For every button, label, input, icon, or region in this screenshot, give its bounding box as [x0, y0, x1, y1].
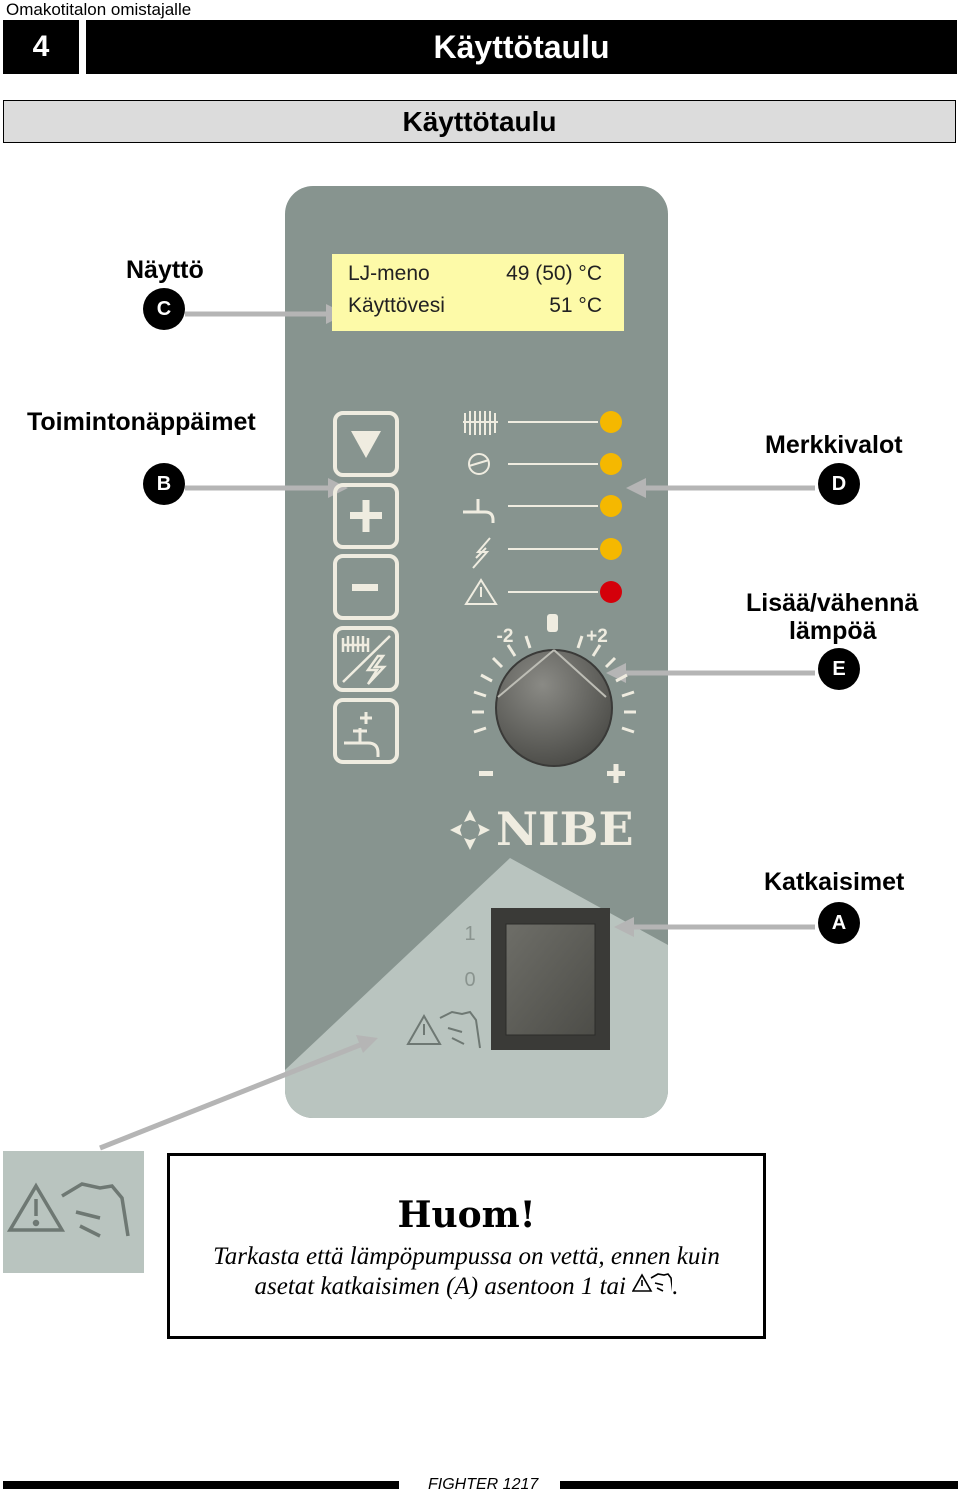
warning-hand-inline-icon	[631, 1273, 675, 1294]
switch-off-label: 0	[464, 969, 475, 991]
dial-ticks	[472, 635, 636, 734]
dial-max-label: +2	[586, 626, 608, 647]
note-box: Huom! Tarkasta että lämpöpumpussa on vet…	[167, 1153, 766, 1339]
dial-center-mark	[547, 614, 558, 632]
temp-adjust-callout-letter: E	[818, 648, 860, 690]
note-text-end: .	[672, 1273, 679, 1300]
chapter-title: Käyttötaulu	[86, 20, 957, 74]
lcd-row2-value: 51 °C	[549, 294, 602, 317]
subtitle: Käyttötaulu	[3, 100, 956, 143]
indicator-light-3	[600, 495, 622, 517]
hot-water-key-icon[interactable]	[344, 712, 380, 757]
lcd-row1-value: 49 (50) °C	[506, 262, 602, 285]
indicator-symbols	[463, 411, 498, 605]
indicator-light-5	[600, 581, 622, 603]
note-title: Huom!	[397, 1194, 536, 1236]
lcd-row1-name: LJ-meno	[348, 262, 430, 285]
section-label: Omakotitalon omistajalle	[6, 0, 192, 19]
brand-text: NIBE	[496, 802, 634, 856]
down-arrow-icon[interactable]	[351, 431, 381, 458]
temp-adjust-label-line2: lämpöä	[789, 617, 877, 645]
switch-on-label: 1	[464, 923, 475, 945]
plus-key-icon[interactable]	[350, 500, 382, 532]
temp-adjust-label-line1: Lisää/vähennä	[746, 589, 919, 617]
note-text: Tarkasta että lämpöpumpussa on vettä, en…	[180, 1242, 753, 1302]
footer-model: FIGHTER 1217	[428, 1476, 539, 1493]
indicator-lights-callout-letter: D	[818, 463, 860, 505]
indicator-lights-label: Merkkivalot	[765, 431, 903, 459]
indicator-light-4	[600, 538, 622, 560]
note-text-line1: Tarkasta että lämpöpumpussa on vettä, en…	[213, 1243, 720, 1270]
lcd-display: LJ-meno 49 (50) °C Käyttövesi 51 °C	[332, 254, 624, 331]
dial-plus-icon	[607, 764, 625, 783]
function-keys-label: Toimintonäppäimet	[27, 408, 256, 436]
indicator-light-1	[600, 411, 622, 433]
warning-hand-large-icon	[6, 1182, 130, 1238]
warning-sign-image	[3, 1151, 144, 1273]
warning-hand-icon	[406, 1010, 481, 1049]
chapter-number: 4	[3, 20, 79, 74]
temperature-dial[interactable]	[495, 649, 613, 767]
footer-rule-right	[560, 1481, 958, 1489]
display-callout-letter: C	[143, 288, 185, 330]
lcd-row2-name: Käyttövesi	[348, 294, 445, 317]
indicator-lights	[600, 411, 622, 603]
display-label: Näyttö	[126, 256, 204, 284]
switches-callout-letter: A	[818, 902, 860, 944]
function-keys-callout-letter: B	[143, 463, 185, 505]
minus-key-icon[interactable]	[352, 584, 378, 591]
indicator-lines	[508, 421, 598, 593]
heat-electric-key-icon[interactable]	[341, 635, 391, 685]
dial-min-label: -2	[497, 626, 514, 647]
indicator-light-2	[600, 453, 622, 475]
switches-label: Katkaisimet	[764, 868, 905, 896]
footer-rule-left	[3, 1481, 399, 1489]
callout-arrows	[99, 304, 815, 1151]
note-text-line2: asetat katkaisimen (A) asentoon 1 tai	[254, 1273, 626, 1300]
dial-minus-icon	[479, 771, 493, 776]
nibe-logo: NIBE	[450, 802, 634, 856]
function-keys	[333, 411, 399, 764]
